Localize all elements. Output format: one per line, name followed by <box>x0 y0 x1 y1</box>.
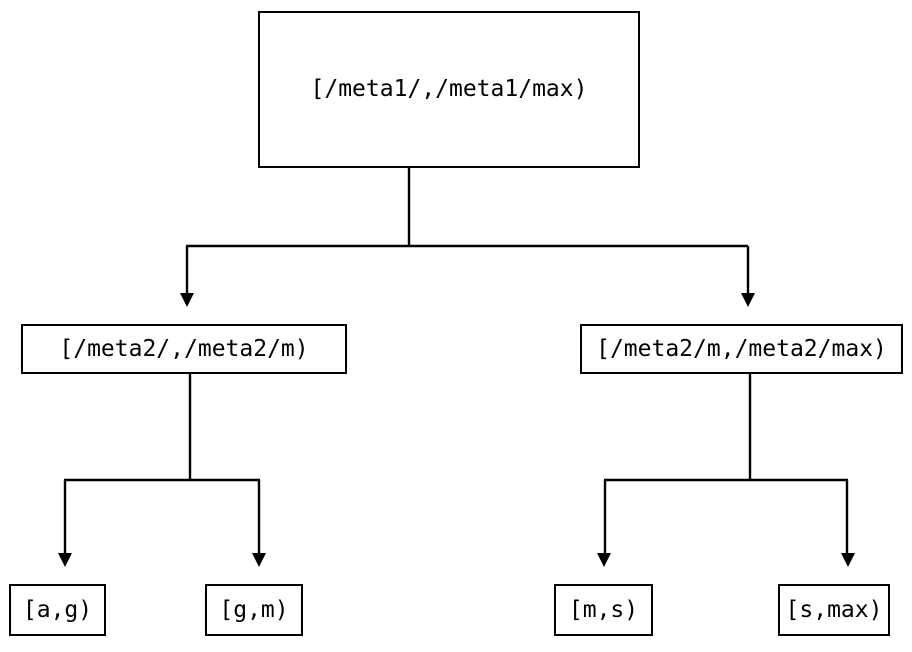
tree-node-leaf-2[interactable]: [g,m) <box>205 584 303 636</box>
arrowhead-icon-leaf-1 <box>58 553 72 567</box>
tree-node-leaf-3-label: [m,s) <box>568 596 639 623</box>
tree-node-level2-right[interactable]: [/meta2/m,/meta2/max) <box>580 324 903 374</box>
tree-node-leaf-1-label: [a,g) <box>22 596 93 623</box>
arrowhead-icon-leaf-3 <box>597 553 611 567</box>
edge-level2-left-to-leaves <box>58 374 266 567</box>
arrowhead-icon-root-right <box>741 293 755 307</box>
edge-level2-right-to-leaves <box>597 374 855 567</box>
tree-node-leaf-1[interactable]: [a,g) <box>9 584 106 636</box>
tree-node-root-label: [/meta1/,/meta1/max) <box>310 76 588 102</box>
arrowhead-icon-leaf-4 <box>841 553 855 567</box>
tree-node-leaf-4[interactable]: [s,max) <box>778 584 890 636</box>
edge-root-to-level2 <box>180 168 755 307</box>
tree-node-leaf-4-label: [s,max) <box>785 596 883 623</box>
tree-node-leaf-2-label: [g,m) <box>219 596 289 623</box>
tree-node-level2-left[interactable]: [/meta2/,/meta2/m) <box>21 324 347 374</box>
arrowhead-icon-root-left <box>180 293 194 307</box>
arrowhead-icon-leaf-2 <box>252 553 266 567</box>
tree-node-level2-left-label: [/meta2/,/meta2/m) <box>59 335 309 362</box>
tree-node-level2-right-label: [/meta2/m,/meta2/max) <box>596 335 887 362</box>
tree-node-root[interactable]: [/meta1/,/meta1/max) <box>258 11 640 168</box>
tree-node-leaf-3[interactable]: [m,s) <box>554 584 653 636</box>
